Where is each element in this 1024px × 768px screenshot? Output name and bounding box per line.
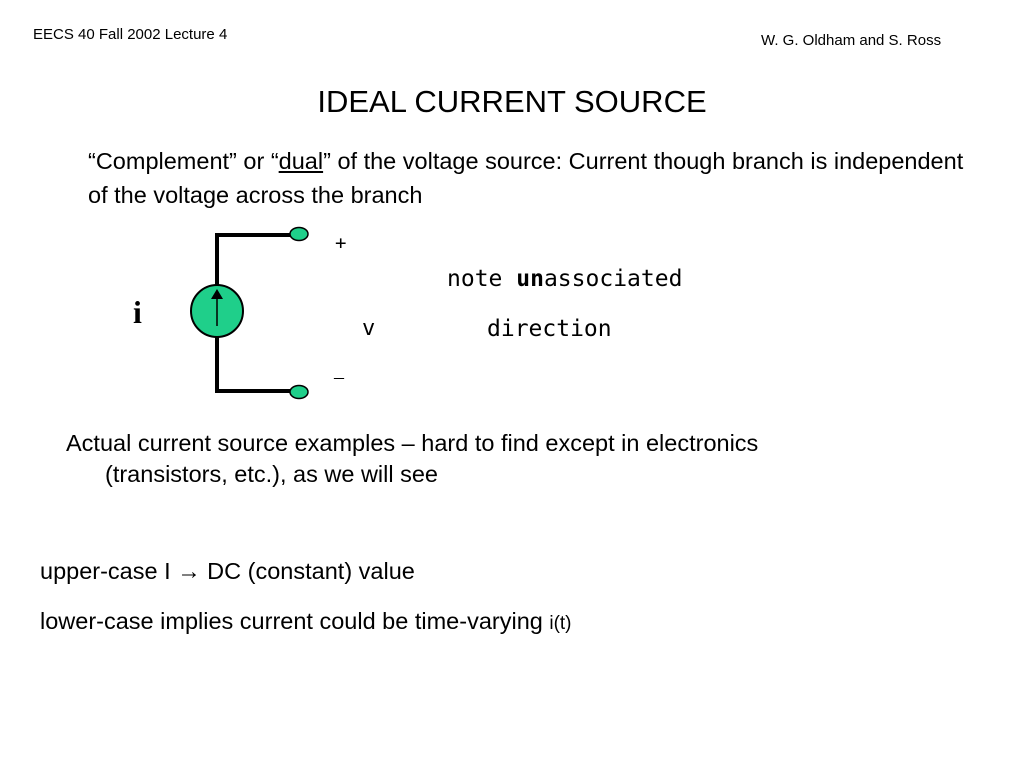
intro-text-1: “Complement” or “ [88,148,279,174]
plus-terminal-label: + [335,232,347,254]
intro-text-2: ” of the voltage source: Current though … [88,148,964,208]
intro-dual-link: dual [278,148,324,174]
intro-paragraph: “Complement” or “dual” of the voltage so… [88,144,988,212]
uppercase-text-2: DC (constant) value [200,558,415,584]
note-suffix: associated [543,266,683,292]
minus-terminal-label: – [334,366,344,388]
note-line2: direction [487,316,612,342]
slide-title: IDEAL CURRENT SOURCE [317,84,707,119]
actual-line2: (transistors, etc.), as we will see [105,461,439,487]
note-prefix: note [447,266,517,292]
lowercase-function: i(t) [549,613,572,634]
voltage-label: v [362,316,376,341]
uppercase-note: upper-case I → DC (constant) value [40,558,415,585]
current-arrowhead-icon [211,289,223,299]
source-label: i [133,294,142,330]
lowercase-text: lower-case implies current could be time… [40,608,550,634]
terminal-bottom [289,384,309,400]
terminal-top [289,226,309,242]
uppercase-text-1: upper-case I [40,558,178,584]
note-bold: un [516,266,544,292]
actual-line1: Actual current source examples – hard to… [66,430,759,456]
header-course: EECS 40 Fall 2002 Lecture 4 [33,26,228,43]
actual-examples-paragraph: Actual current source examples – hard to… [66,428,966,490]
right-arrow-icon: → [177,558,201,584]
lowercase-note: lower-case implies current could be time… [40,608,572,635]
note-line1: note unassociated [447,266,682,292]
header-authors: W. G. Oldham and S. Ross [761,32,942,49]
